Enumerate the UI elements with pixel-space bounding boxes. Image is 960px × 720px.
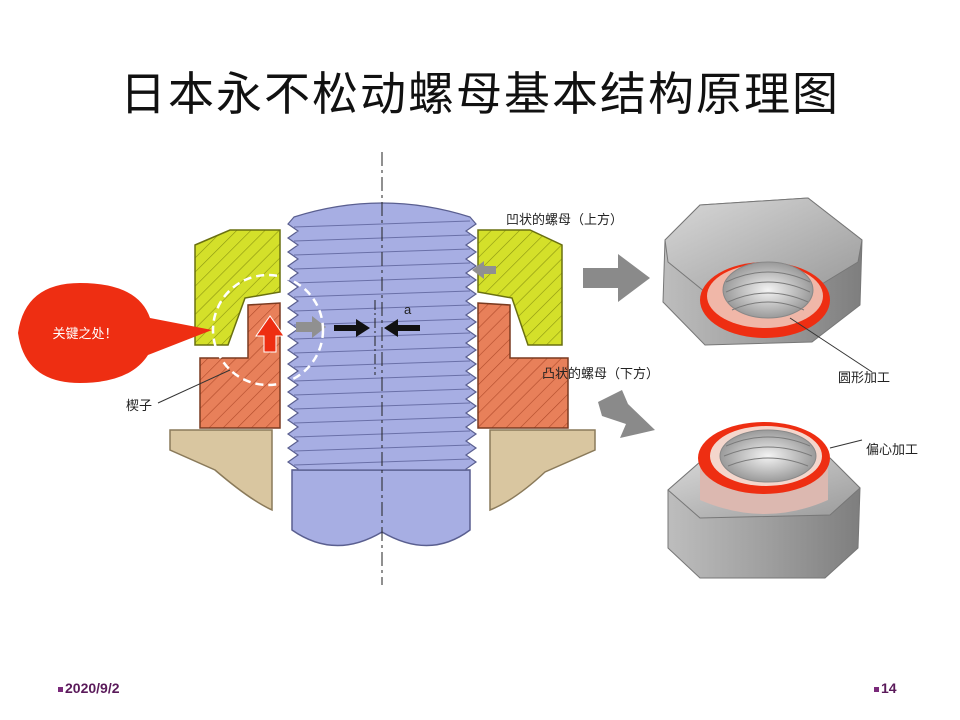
footer-page-number: 14	[874, 680, 897, 696]
wedge-leader-line	[157, 369, 231, 404]
dimension-a-label: a	[404, 302, 412, 317]
page-title: 日本永不松动螺母基本结构原理图	[120, 67, 840, 121]
thread-line	[293, 290, 471, 298]
round-machining-leader	[789, 317, 873, 373]
lower-nut-3d	[667, 422, 861, 579]
eccentric-machining-leader	[829, 439, 863, 449]
eccentric-machining-label: 偏心加工	[866, 443, 918, 458]
arrow-to-upper-nut	[583, 254, 650, 302]
nut-structure-diagram: a 关键之处！ 楔子 凹状的螺母（上方） 凸状的螺母（下方） 圆形加工	[18, 152, 918, 585]
wedge-label: 楔子	[126, 399, 152, 414]
gray-push-arrow-right	[472, 261, 496, 279]
footer-date-text: 2020/9/2	[65, 680, 120, 696]
key-point-label: 关键之处！	[52, 327, 117, 342]
upper-nut-3d	[662, 197, 863, 346]
key-area-dashed-circle	[211, 273, 325, 387]
red-up-arrow	[255, 315, 285, 353]
gray-push-arrow-left	[296, 316, 326, 338]
arrow-to-lower-nut	[598, 390, 655, 438]
lower-nut-label: 凸状的螺母（下方）	[542, 366, 659, 382]
key-point-callout: 关键之处！	[18, 283, 212, 383]
washer-plate	[169, 429, 596, 512]
footer-page-text: 14	[881, 680, 897, 696]
round-machining-label: 圆形加工	[838, 371, 890, 386]
upper-nut-label: 凹状的螺母（上方）	[506, 212, 623, 228]
upper-nut-section	[194, 229, 563, 346]
thread-line	[293, 388, 471, 396]
dimension-a-arrows	[334, 319, 420, 337]
footer-date: 2020/9/2	[58, 680, 120, 696]
thread-line	[293, 220, 471, 228]
thread-line	[293, 346, 471, 354]
